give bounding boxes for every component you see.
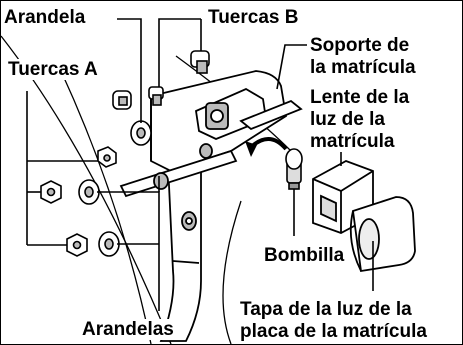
license-plate-bracket (119, 70, 303, 198)
label-arandelas: Arandelas (81, 319, 175, 340)
washer (98, 231, 120, 257)
label-tapa-line2: placa de la matrícula (239, 321, 428, 342)
nut-b (148, 86, 164, 106)
rotation-arrow (245, 137, 288, 157)
washer (78, 179, 100, 205)
bulb (285, 148, 303, 190)
light-cover-cap (349, 196, 416, 273)
label-bombilla: Bombilla (263, 245, 346, 266)
nut-a (97, 146, 117, 168)
label-lente-line2: luz de la (309, 109, 386, 130)
label-soporte-line1: Soporte de (309, 35, 411, 56)
label-lente-line3: matrícula (309, 131, 396, 152)
leader-lines (26, 18, 374, 311)
label-tuercas-b: Tuercas B (207, 7, 300, 28)
fastener (112, 90, 132, 110)
nut-a (66, 233, 88, 257)
label-tuercas-a: Tuercas A (7, 59, 99, 80)
washer (130, 120, 152, 146)
label-tapa-line1: Tapa de la luz de la (239, 299, 413, 320)
nut-b (190, 50, 210, 74)
label-soporte-line2: la matrícula (309, 57, 417, 78)
label-lente-line1: Lente de la (309, 87, 411, 108)
nut-a (40, 180, 62, 204)
label-arandela: Arandela (3, 7, 87, 28)
